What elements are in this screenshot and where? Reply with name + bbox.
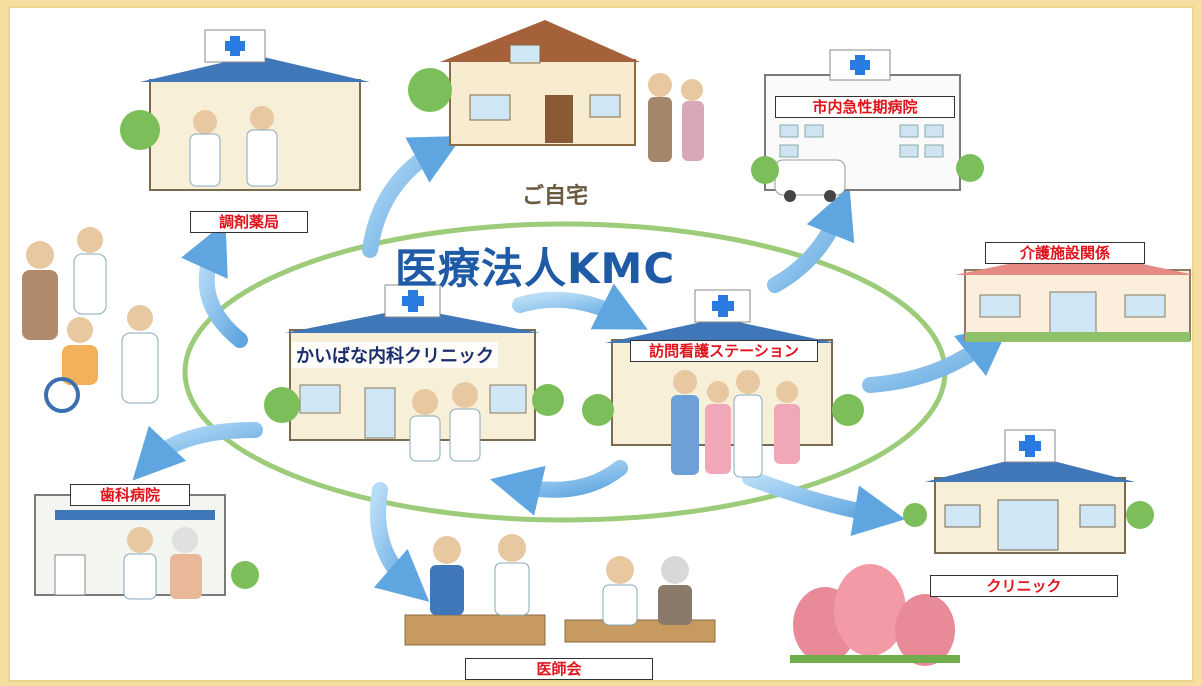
flowering-shrubs-illustration: [790, 564, 960, 666]
dental-hospital-illustration: [34, 494, 259, 600]
arrow-to-doctors: [370, 482, 430, 602]
clinic-label: クリニック: [930, 575, 1118, 597]
dental-hospital-label: 歯科病院: [70, 484, 190, 506]
arrow-to-clinic: [742, 470, 906, 537]
arrow-to-home: [362, 135, 463, 258]
family-illustration: [22, 227, 159, 413]
home-illustration: [408, 20, 704, 162]
acute-hospital-label: 市内急性期病院: [775, 96, 955, 118]
arrow-to-care: [862, 324, 1010, 393]
acute-hospital-illustration: [751, 49, 984, 202]
center-clinic-label: かいばな内科クリニック: [292, 342, 498, 368]
arrow-to-acute: [767, 186, 855, 293]
pharmacy-label: 調剤薬局: [190, 211, 308, 233]
pharmacy-illustration: [120, 29, 370, 191]
arrow-to-pharmacy: [181, 221, 248, 348]
doctors-meeting-illustration: [404, 534, 716, 646]
medical-association-label: 医師会: [465, 658, 653, 680]
arrow-clinic-to-station: [512, 283, 648, 330]
arrow-station-to-clinic: [490, 460, 628, 516]
care-facility-label: 介護施設関係: [985, 242, 1145, 264]
nursing-station-label: 訪問看護ステーション: [630, 340, 818, 362]
arrow-to-family: [132, 422, 263, 481]
organization-title: 医療法人KMC: [395, 244, 676, 293]
home-label: ご自宅: [522, 184, 589, 209]
clinic-illustration: [903, 429, 1154, 554]
